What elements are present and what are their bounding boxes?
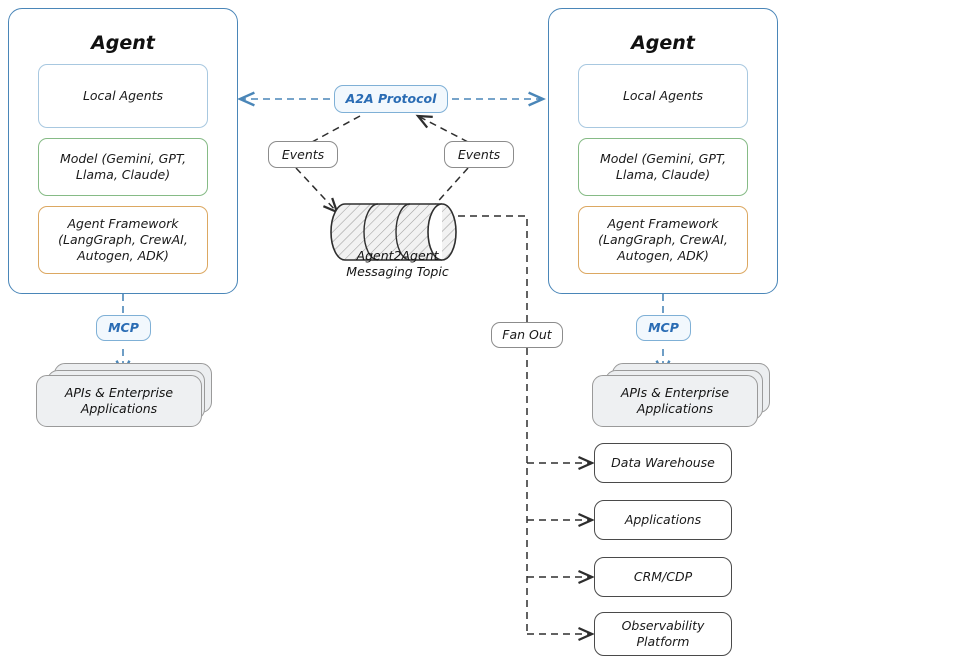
a2a-protocol-label: A2A Protocol (345, 91, 437, 106)
destination-label: CRM/CDP (633, 569, 693, 584)
link-topic-to-events-right (431, 167, 469, 209)
left-mcp-label: MCP (108, 320, 139, 335)
destination-label: Applications (624, 512, 702, 527)
fan-out-label: Fan Out (502, 327, 552, 342)
topic-line-2: Messaging Topic (346, 264, 449, 280)
right-model-label: Model (Gemini, GPT, Llama, Claude) (599, 151, 727, 182)
right-framework-label: Agent Framework (LangGraph, CrewAI, Auto… (598, 216, 728, 263)
link-events-left-to-topic (295, 167, 339, 215)
left-apis-box[interactable]: APIs & Enterprise Applications (36, 375, 202, 427)
right-local-agents-label: Local Agents (622, 88, 704, 103)
events-right-box[interactable]: Events (444, 141, 514, 168)
events-left-label: Events (281, 146, 325, 162)
left-framework-label: Agent Framework (LangGraph, CrewAI, Auto… (58, 216, 188, 263)
destination-observability-platform[interactable]: Observability Platform (594, 612, 732, 656)
messaging-topic-cylinder (330, 203, 457, 261)
messaging-topic-label: Agent2Agent Messaging Topic (0, 248, 975, 281)
a2a-protocol-box[interactable]: A2A Protocol (334, 85, 448, 113)
right-local-agents-box[interactable]: Local Agents (578, 64, 748, 128)
link-protocol-events-left (311, 115, 361, 143)
destination-applications[interactable]: Applications (594, 500, 732, 540)
left-agent-title: Agent (91, 32, 155, 54)
destination-label: Observability (621, 618, 705, 633)
left-apis-line-2: Applications (80, 401, 158, 416)
right-apis-box[interactable]: APIs & Enterprise Applications (592, 375, 758, 427)
destination-label: Data Warehouse (611, 455, 715, 470)
left-framework-box[interactable]: Agent Framework (LangGraph, CrewAI, Auto… (38, 206, 208, 274)
left-local-agents-box[interactable]: Local Agents (38, 64, 208, 128)
left-local-agents-label: Local Agents (82, 88, 164, 103)
destination-crm-cdp[interactable]: CRM/CDP (594, 557, 732, 597)
left-model-label: Model (Gemini, GPT, Llama, Claude) (59, 151, 187, 182)
left-apis-line-1: APIs & Enterprise (64, 384, 174, 400)
link-events-right-to-protocol (415, 114, 469, 143)
destination-data-warehouse[interactable]: Data Warehouse (594, 443, 732, 483)
right-model-box[interactable]: Model (Gemini, GPT, Llama, Claude) (578, 138, 748, 196)
right-apis-line-2: Applications (636, 401, 714, 416)
fan-out-box[interactable]: Fan Out (491, 322, 563, 348)
right-mcp-box[interactable]: MCP (636, 315, 691, 341)
right-mcp-label: MCP (648, 320, 679, 335)
destination-label-2: Platform (636, 634, 690, 649)
events-left-box[interactable]: Events (268, 141, 338, 168)
left-model-box[interactable]: Model (Gemini, GPT, Llama, Claude) (38, 138, 208, 196)
left-mcp-box[interactable]: MCP (96, 315, 151, 341)
right-apis-line-1: APIs & Enterprise (620, 384, 730, 400)
right-framework-box[interactable]: Agent Framework (LangGraph, CrewAI, Auto… (578, 206, 748, 274)
right-agent-title: Agent (631, 32, 695, 54)
events-right-label: Events (457, 146, 501, 162)
topic-line-1: Agent2Agent (356, 248, 439, 263)
